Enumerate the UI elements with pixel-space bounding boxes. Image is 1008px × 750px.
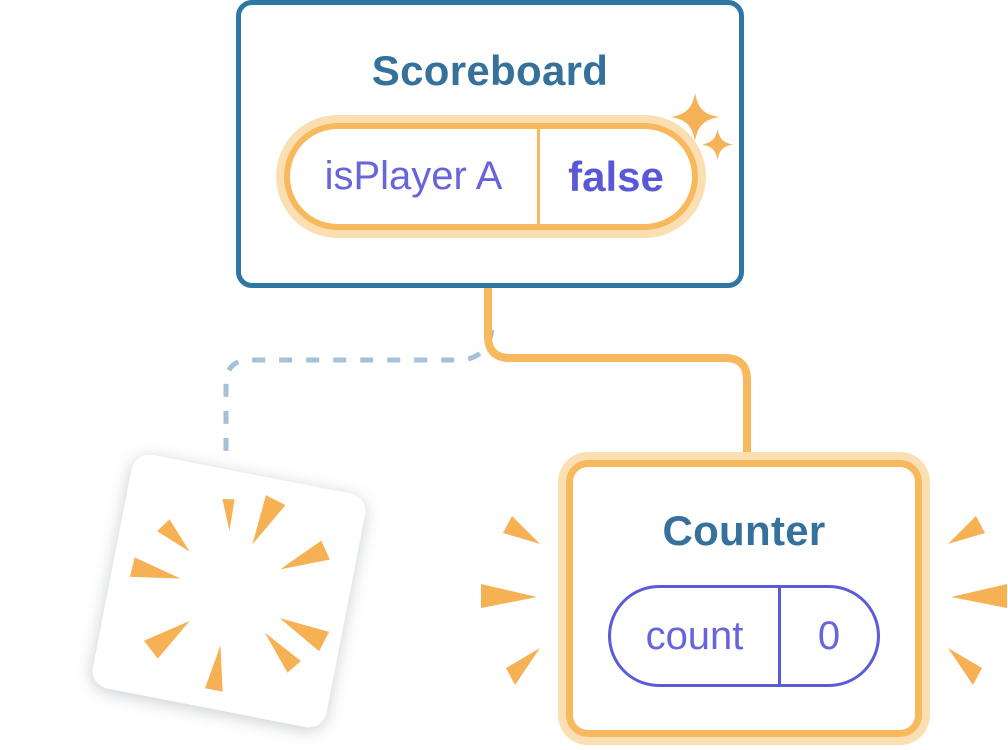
sparkle-icon bbox=[702, 129, 733, 160]
pill-divider bbox=[537, 129, 540, 224]
isplayer-state-value: false bbox=[568, 152, 664, 200]
poof-burst-icon bbox=[129, 495, 330, 692]
counter-title: Counter bbox=[662, 507, 826, 554]
count-state-pill: count 0 bbox=[608, 585, 880, 687]
count-state-key: count bbox=[645, 613, 744, 658]
counter-card: Counter count 0 bbox=[566, 460, 922, 737]
scoreboard-title: Scoreboard bbox=[371, 47, 609, 94]
counter-card-glow: Counter count 0 bbox=[558, 452, 930, 745]
isplayer-state-pill: isPlayer A false bbox=[284, 123, 698, 230]
sparkle-icon bbox=[671, 93, 719, 141]
count-state-value: 0 bbox=[817, 613, 841, 658]
state-pill-glow: isPlayer A false bbox=[276, 115, 706, 238]
destroyed-component-card bbox=[89, 451, 369, 731]
orange-connector-line bbox=[484, 283, 751, 460]
isplayer-state-key: isPlayer A bbox=[324, 154, 503, 198]
pill-divider bbox=[778, 588, 781, 684]
scoreboard-card: Scoreboard isPlayer A false bbox=[236, 0, 744, 288]
